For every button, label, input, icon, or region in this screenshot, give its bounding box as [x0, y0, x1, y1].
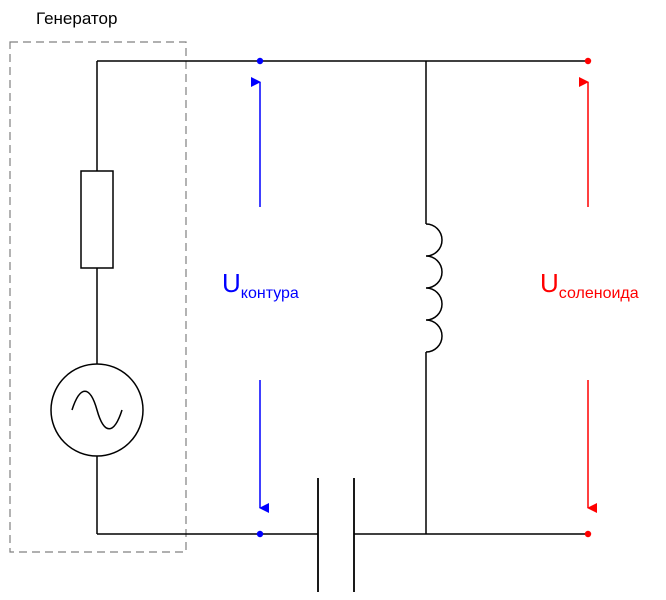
solenoid-voltage-label-sub: соленоида	[559, 285, 639, 302]
terminal-dot-blue-top	[256, 57, 264, 65]
generator-box	[9, 41, 187, 553]
inductor-icon	[425, 223, 443, 353]
capacitor-icon	[317, 478, 355, 592]
solenoid-voltage-label-main: U	[540, 268, 559, 298]
wires	[96, 60, 588, 535]
generator-label: Генератор	[36, 9, 117, 28]
terminal-dot-red-top	[584, 57, 592, 65]
circuit-voltage-label-sub: контура	[241, 285, 299, 302]
solenoid-voltage-label: Uсоленоида	[540, 268, 639, 302]
circuit-voltage-label-main: U	[222, 268, 241, 298]
resistor-icon	[80, 170, 114, 269]
ac-source-icon	[50, 363, 144, 457]
terminal-dot-red-bottom	[584, 530, 592, 538]
circuit-voltage-label: Uконтура	[222, 268, 299, 302]
terminal-dot-blue-bottom	[256, 530, 264, 538]
